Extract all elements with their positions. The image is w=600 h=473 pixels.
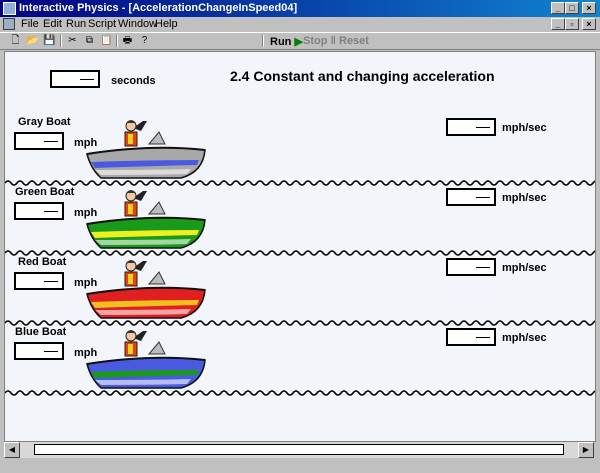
menu-file[interactable]: File (21, 18, 39, 30)
toolbar: 🗋 📂 💾 ✂ ⧉ 📋 🖶 ? Run ▶ Stop ‖ Reset (0, 32, 600, 50)
play-icon: ▶ (294, 36, 303, 48)
boat-name-label: Blue Boat (15, 326, 67, 338)
menu-bar: File Edit Run Script Window Help _ ▫ × (0, 17, 600, 32)
boat-graphic[interactable] (81, 254, 211, 326)
menu-edit[interactable]: Edit (43, 18, 62, 30)
menu-run[interactable]: Run (66, 18, 87, 30)
scroll-thumb[interactable] (34, 444, 564, 455)
speed-unit-label: mph (74, 137, 98, 149)
boat-name-label: Green Boat (15, 186, 75, 198)
acceleration-field[interactable] (446, 188, 496, 206)
menu-window[interactable]: Window (118, 18, 158, 30)
paste-icon[interactable]: 📋 (100, 35, 113, 46)
speed-unit-label: mph (74, 207, 98, 219)
close-icon[interactable]: × (582, 2, 596, 14)
horizontal-scrollbar[interactable]: ◀ ▶ (4, 441, 594, 458)
simulation-canvas[interactable]: seconds 2.4 Constant and changing accele… (4, 51, 596, 442)
water-line (5, 180, 595, 186)
new-file-icon[interactable]: 🗋 (11, 35, 20, 46)
help-icon[interactable]: ? (141, 35, 148, 46)
boat-graphic[interactable] (81, 184, 211, 256)
acceleration-unit-label: mph/sec (502, 332, 547, 344)
window-titlebar: Interactive Physics - [AccelerationChang… (0, 0, 600, 17)
acceleration-unit-label: mph/sec (502, 122, 547, 134)
boat-graphic[interactable] (81, 324, 211, 396)
toolbar-separator (60, 35, 62, 47)
scroll-left-icon[interactable]: ◀ (4, 442, 20, 458)
speed-field[interactable] (14, 132, 64, 150)
acceleration-unit-label: mph/sec (502, 192, 547, 204)
save-icon[interactable]: 💾 (43, 35, 56, 46)
cut-icon[interactable]: ✂ (68, 35, 77, 46)
reset-button[interactable]: Reset (339, 35, 369, 47)
boat-name-label: Gray Boat (18, 116, 71, 128)
toolbar-separator (116, 35, 118, 47)
status-bar (0, 458, 600, 473)
doc-minimize-icon[interactable]: _ (551, 18, 565, 30)
boat-name-label: Red Boat (18, 256, 67, 268)
copy-icon[interactable]: ⧉ (85, 35, 94, 46)
menu-script[interactable]: Script (88, 18, 117, 30)
toolbar-separator (262, 35, 264, 47)
document-icon[interactable] (3, 18, 15, 30)
reset-label: Reset (339, 35, 369, 47)
acceleration-field[interactable] (446, 118, 496, 136)
app-icon (3, 2, 16, 15)
speed-field[interactable] (14, 342, 64, 360)
stop-label: Stop (303, 35, 328, 47)
time-unit-label: seconds (111, 75, 156, 87)
minimize-icon[interactable]: _ (551, 2, 565, 14)
run-label: Run (270, 36, 292, 48)
water-line (5, 390, 595, 396)
window-title: Interactive Physics - [AccelerationChang… (19, 2, 298, 14)
speed-field[interactable] (14, 202, 64, 220)
print-icon[interactable]: 🖶 (122, 35, 133, 46)
water-line (5, 250, 595, 256)
run-button[interactable]: Run ▶ (270, 35, 303, 48)
maximize-icon[interactable]: □ (565, 2, 579, 14)
acceleration-unit-label: mph/sec (502, 262, 547, 274)
doc-restore-icon[interactable]: ▫ (565, 18, 579, 30)
stop-button[interactable]: Stop ‖ (303, 35, 336, 47)
pause-icon: ‖ (330, 35, 336, 47)
boat-graphic[interactable] (81, 114, 211, 186)
page-title: 2.4 Constant and changing acceleration (230, 68, 495, 84)
doc-close-icon[interactable]: × (582, 18, 596, 30)
water-line (5, 320, 595, 326)
acceleration-field[interactable] (446, 258, 496, 276)
acceleration-field[interactable] (446, 328, 496, 346)
speed-field[interactable] (14, 272, 64, 290)
open-folder-icon[interactable]: 📂 (26, 35, 39, 46)
speed-unit-label: mph (74, 347, 98, 359)
speed-unit-label: mph (74, 277, 98, 289)
scroll-right-icon[interactable]: ▶ (578, 442, 594, 458)
time-field[interactable] (50, 70, 100, 88)
menu-help[interactable]: Help (155, 18, 178, 30)
